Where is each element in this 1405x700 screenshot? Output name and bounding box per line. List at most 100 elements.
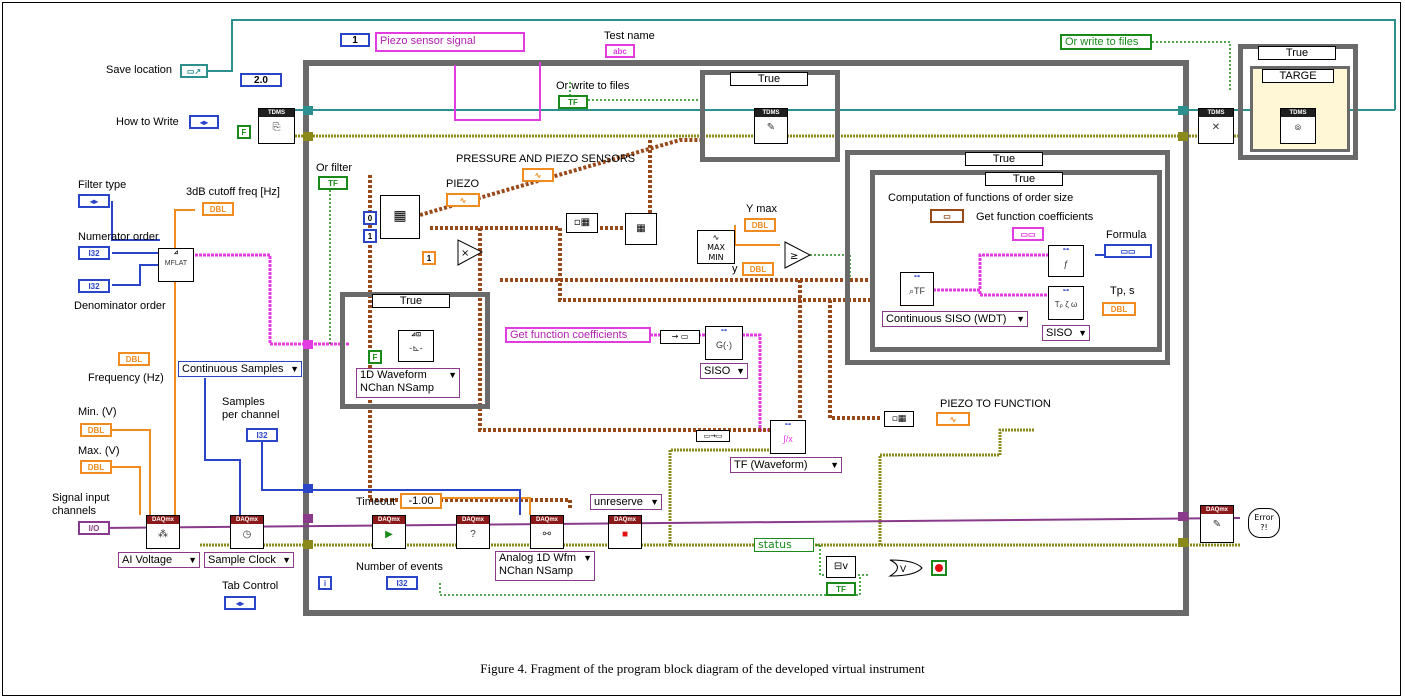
number-of-events-indicator: I32 <box>386 576 418 590</box>
case-selector-true[interactable]: True <box>1258 46 1336 60</box>
daqmx-create-channel[interactable]: DAQmx⁂ <box>146 515 180 549</box>
or-write-control[interactable]: TF <box>558 95 588 109</box>
build-array-3[interactable]: ▫▦ <box>884 411 914 427</box>
while-loop <box>303 60 1189 616</box>
cutoff-control[interactable]: DBL <box>202 202 234 216</box>
daqmx-start[interactable]: DAQmx▶ <box>372 515 406 549</box>
case-selector-true[interactable]: True <box>965 152 1043 166</box>
wire-timeout <box>430 497 531 515</box>
label-piezo-to-function: PIEZO TO FUNCTION <box>940 398 1051 410</box>
tf-params-vi[interactable]: ⊶Tₚ ζ ω <box>1048 286 1084 320</box>
continuous-siso-ring[interactable]: Continuous SISO (WDT) <box>882 311 1028 327</box>
tdms-close-vi[interactable]: TDMS✕ <box>1198 108 1234 144</box>
build-array-2[interactable]: ▦ <box>625 213 657 245</box>
svg-text:≥: ≥ <box>790 251 798 262</box>
unreserve-ring[interactable]: unreserve <box>590 494 662 510</box>
how-to-write-control[interactable]: ◂▸ <box>189 115 219 129</box>
tf-estimate-vi[interactable]: ⊶⌕TF <box>900 272 934 306</box>
ai-voltage-ring[interactable]: AI Voltage <box>118 552 200 568</box>
svg-text:×: × <box>461 248 469 259</box>
tf-formula-vi[interactable]: ⊶ƒ <box>1048 245 1084 277</box>
daqmx-clear[interactable]: DAQmx✎ <box>1200 505 1234 543</box>
cluster-node-2[interactable]: ▭→▭ <box>696 430 730 442</box>
tf-waveform-vi[interactable]: ⊶∫/x <box>770 420 806 454</box>
const-one[interactable]: 1 <box>422 251 436 265</box>
tdms-write-vi[interactable]: TDMS✎ <box>754 108 788 144</box>
cluster-node[interactable]: → ▭ <box>660 330 700 344</box>
samples-per-channel-control[interactable]: I32 <box>246 428 278 442</box>
case-selector-true[interactable]: True <box>372 294 450 308</box>
formula-indicator: ▭▭ <box>1104 244 1152 258</box>
get-tf-vi[interactable]: ⊶G(·) <box>705 326 743 360</box>
wire-error-mid <box>668 448 770 545</box>
error-handler-vi[interactable]: Error?! <box>1248 508 1280 538</box>
siso-mid-ring[interactable]: SISO <box>700 363 748 379</box>
filter-type-control[interactable]: ◂▸ <box>78 194 110 208</box>
wire-ymax <box>734 225 780 246</box>
frequency-control[interactable]: DBL <box>118 352 150 366</box>
wire-formula2 <box>905 288 1050 297</box>
save-location-control[interactable]: ▭↗ <box>180 64 208 78</box>
label-filter-type: Filter type <box>78 179 127 191</box>
get-coeffs-global[interactable]: Get function coefficients <box>505 327 651 343</box>
figure-caption: Figure 4. Fragment of the program block … <box>480 661 925 676</box>
tf-waveform-ring[interactable]: TF (Waveform) <box>730 457 842 473</box>
continuous-samples-ring[interactable]: Continuous Samples <box>178 361 302 377</box>
wire-error-loop <box>878 428 1035 545</box>
or-write-global[interactable]: Or write to files <box>1060 34 1152 50</box>
test-name-control[interactable]: abc <box>605 44 635 58</box>
max-v-control[interactable]: DBL <box>80 460 112 474</box>
numerator-control[interactable]: I32 <box>78 246 110 260</box>
wire-wfm-3 <box>430 226 870 302</box>
stop-bool-control[interactable]: TF <box>826 582 856 596</box>
index-array-node[interactable]: ▦ <box>380 195 420 239</box>
case-selector-true[interactable]: True <box>985 172 1063 186</box>
piezo-signal-string[interactable]: Piezo sensor signal <box>375 32 525 52</box>
siso-right-ring[interactable]: SISO <box>1042 325 1090 341</box>
analog-1d-ring[interactable]: Analog 1D Wfm NChan NSamp <box>495 551 595 581</box>
tab-control[interactable]: ◂▸ <box>224 596 256 610</box>
wire-ge <box>810 254 851 280</box>
waveform-1d-ring[interactable]: 1D Waveform NChan NSamp <box>356 368 460 398</box>
tunnel <box>303 540 313 549</box>
or-filter-control[interactable]: TF <box>318 176 348 190</box>
case-selector-targe[interactable]: TARGE <box>1262 69 1334 83</box>
timeout-control[interactable]: -1.00 <box>400 493 442 509</box>
min-v-control[interactable]: DBL <box>80 423 112 437</box>
bool-f-case[interactable]: F <box>368 350 382 364</box>
tdms-file-viewer[interactable]: TDMS⦾ <box>1280 108 1316 144</box>
tdms-open-vi[interactable]: TDMS⎘ <box>258 108 295 144</box>
wire-cont <box>204 378 241 515</box>
wire-denom <box>112 264 160 286</box>
daqmx-timing[interactable]: DAQmx◷ <box>230 515 264 549</box>
y-control[interactable]: DBL <box>742 262 774 276</box>
piezo-index-control[interactable]: 1 <box>340 33 370 47</box>
daqmx-read[interactable]: DAQmx⚯ <box>530 515 564 549</box>
daqmx-event[interactable]: DAQmx? <box>456 515 490 549</box>
piezo-function-graph: ∿ <box>936 412 970 426</box>
wire-min <box>112 429 151 515</box>
status-unbundle[interactable]: status <box>754 538 814 552</box>
wire-cutoff <box>174 209 195 530</box>
wire-wfm-6 <box>828 300 880 420</box>
daqmx-control[interactable]: DAQmx■ <box>608 515 642 549</box>
label-save-location: Save location <box>106 64 173 76</box>
bool-select-node[interactable]: ⊟v <box>826 556 856 578</box>
build-array-1[interactable]: ▫▦ <box>566 213 598 233</box>
wire-file-ref <box>208 19 1396 110</box>
case-selector-true[interactable]: True <box>730 72 808 86</box>
wire-filter <box>195 253 350 346</box>
const-one-index[interactable]: 1 <box>363 229 377 243</box>
wire-events <box>439 575 861 596</box>
denominator-control[interactable]: I32 <box>78 279 110 293</box>
sample-clock-ring[interactable]: Sample Clock <box>204 552 294 568</box>
signal-input-control[interactable]: I/O <box>78 521 110 535</box>
filter-design-vi[interactable]: ⊿MFLAT <box>158 248 194 282</box>
bool-false-const[interactable]: F <box>237 125 251 139</box>
piezo-graph-indicator: ∿ <box>446 193 480 207</box>
tunnel <box>1178 106 1188 115</box>
filter-vi[interactable]: ⊿⊡-⊾- <box>398 330 434 362</box>
version-control[interactable]: 2.0 <box>240 73 282 87</box>
const-zero[interactable]: 0 <box>363 211 377 225</box>
